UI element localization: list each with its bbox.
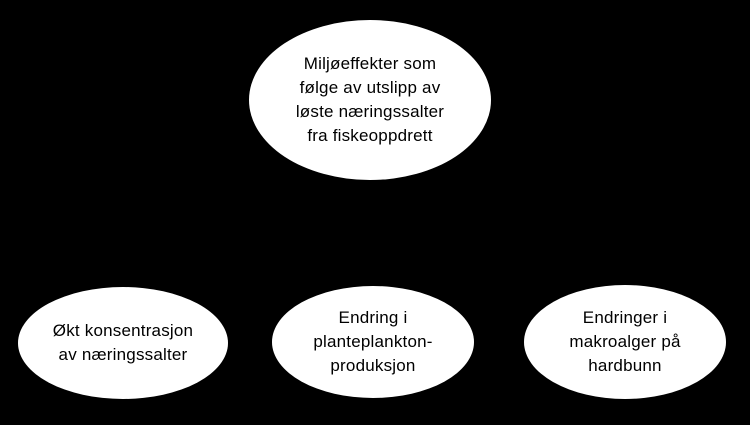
node-macroalgae-hardbottom-line-3: hardbunn (588, 356, 662, 375)
node-macroalgae-hardbottom-ellipse: Endringer i makroalger på hardbunn (524, 285, 726, 399)
node-root-line-4: fra fiskeoppdrett (307, 126, 433, 145)
node-root-line-2: følge av utslipp av (299, 78, 441, 97)
node-root-line-3: løste næringssalter (295, 102, 445, 121)
node-phytoplankton-production-line-2: planteplankton- (313, 332, 433, 351)
node-root-ellipse: Miljøeffekter som følge av utslipp av lø… (249, 20, 491, 180)
node-macroalgae-hardbottom-label: Endringer i makroalger på hardbunn (569, 306, 680, 378)
node-nutrient-concentration-line-2: av næringssalter (58, 345, 188, 364)
node-nutrient-concentration-label: Økt konsentrasjon av næringssalter (53, 319, 193, 367)
node-macroalgae-hardbottom-line-2: makroalger på (569, 332, 681, 351)
node-nutrient-concentration-line-1: Økt konsentrasjon (52, 321, 194, 340)
node-phytoplankton-production-line-3: produksjon (330, 356, 416, 375)
node-phytoplankton-production-label: Endring i planteplankton- produksjon (313, 306, 432, 378)
node-root-label: Miljøeffekter som følge av utslipp av lø… (296, 52, 444, 148)
node-root-line-1: Miljøeffekter som (303, 54, 437, 73)
node-phytoplankton-production-line-1: Endring i (338, 308, 408, 327)
node-macroalgae-hardbottom-line-1: Endringer i (582, 308, 668, 327)
node-nutrient-concentration-ellipse: Økt konsentrasjon av næringssalter (18, 287, 228, 399)
node-phytoplankton-production-ellipse: Endring i planteplankton- produksjon (272, 286, 474, 398)
